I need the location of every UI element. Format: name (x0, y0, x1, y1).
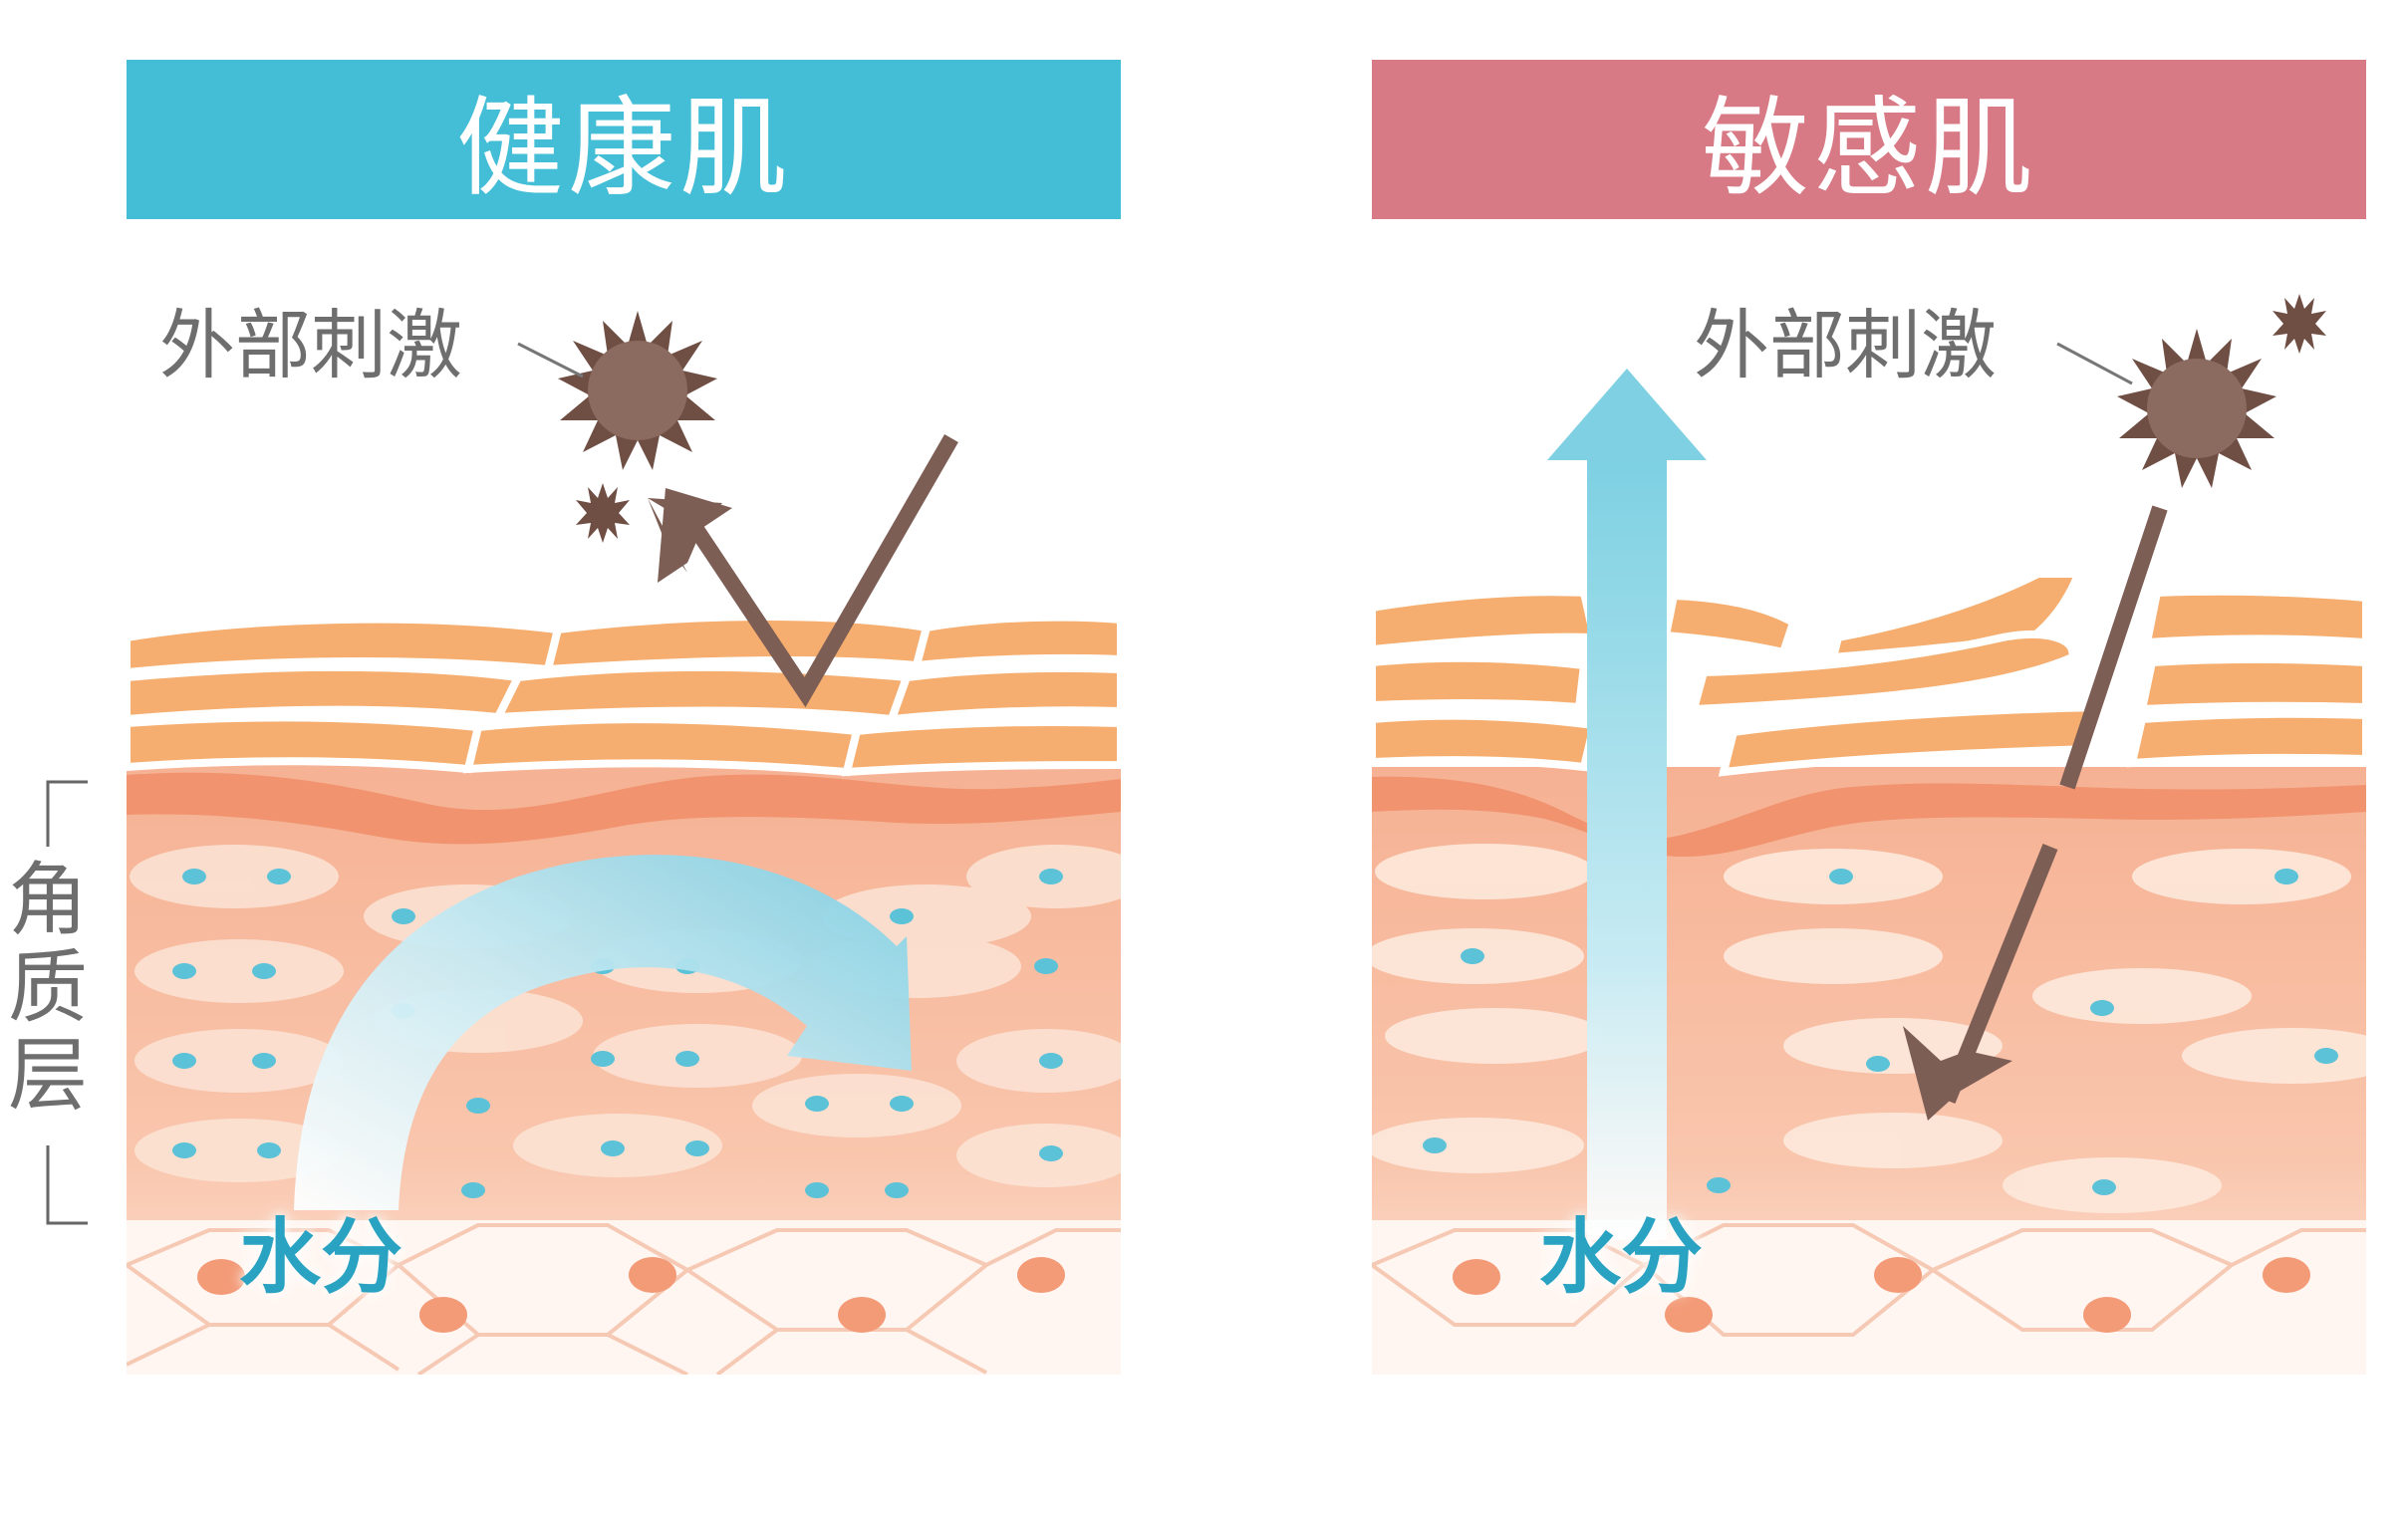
stimulus-penetrate-arrow-icon (1903, 505, 2168, 1121)
water-label: 水分 (1539, 1210, 1704, 1305)
healthy-skin-title: 健康肌 (127, 60, 1121, 219)
layer-bracket (46, 780, 88, 1225)
germ-icon (2117, 329, 2276, 488)
external-stimulus-label: 外部刺激 (1694, 301, 1997, 389)
germ-icon (558, 311, 717, 470)
sensitive-skin-layers (1372, 578, 2366, 1375)
external-stimulus-label: 外部刺激 (159, 301, 462, 389)
water-label: 水分 (239, 1210, 403, 1305)
sensitive-skin-title: 敏感肌 (1372, 60, 2366, 219)
germ-icon (576, 483, 630, 543)
stimulus-reflected-arrow-icon (678, 434, 958, 708)
stratum-corneum-label: 角质层 (8, 854, 88, 1122)
water-retained-arrow-icon (294, 855, 912, 1210)
water-escape-arrow-icon (1547, 369, 1707, 1240)
germ-icon (2273, 294, 2326, 354)
